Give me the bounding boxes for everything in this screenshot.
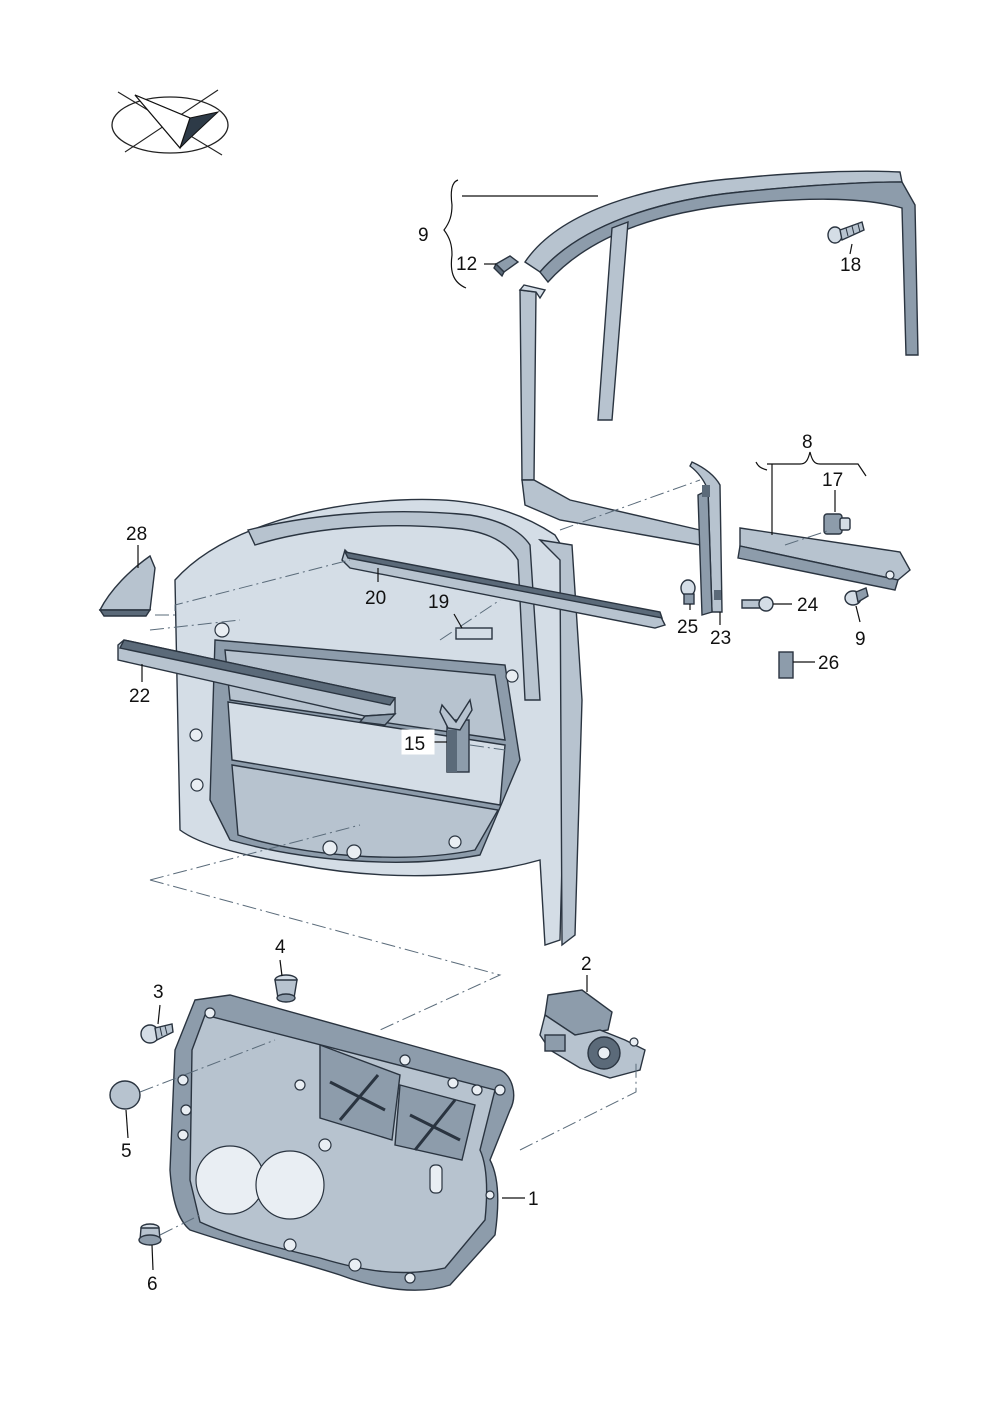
grommet-part-26 — [680, 579, 696, 605]
callout-23: 26 — [818, 653, 839, 674]
leader-lines — [125, 179, 867, 1271]
callout-26: 25 — [677, 617, 698, 638]
callout-9: 9 — [855, 629, 866, 650]
mirror-cover-part-28 — [98, 554, 156, 617]
callout-20: 20 — [365, 588, 386, 609]
callout-18: 12 — [456, 254, 477, 275]
assembly-carrier-part-1 — [169, 994, 515, 1291]
screw-part-25 — [741, 596, 774, 612]
callout-8: 8 — [802, 432, 813, 453]
nut-part-6 — [138, 1223, 162, 1246]
callout-12: 17 — [822, 470, 843, 491]
callout-1: 1 — [528, 1189, 539, 1210]
callout-17: 9 — [418, 225, 429, 246]
callout-labels: 9 12 18 8 17 28 20 19 24 25 23 9 26 22 1… — [121, 225, 866, 1295]
window-seal-outer-part-22 — [117, 639, 397, 726]
pillar-trim-part-24 — [689, 461, 723, 616]
callout-5: 5 — [121, 1141, 132, 1162]
callout-2: 2 — [581, 954, 592, 975]
clip-part-9 — [844, 587, 869, 606]
callout-13: 18 — [840, 255, 861, 276]
callout-6: 6 — [147, 1274, 158, 1295]
callout-22: 22 — [129, 686, 150, 707]
callout-24: 23 — [710, 628, 731, 649]
outer-rail-part-8 — [737, 527, 911, 591]
callout-25: 24 — [797, 595, 819, 616]
screw-part-3 — [140, 1023, 174, 1044]
pad-part-23 — [778, 651, 794, 679]
callout-3: 3 — [153, 982, 164, 1003]
nut-part-4 — [274, 974, 298, 1003]
filler-part-15 — [439, 698, 473, 773]
window-frame-seal — [518, 170, 919, 546]
cap-part-5 — [109, 1080, 141, 1110]
callout-4: 4 — [275, 937, 286, 958]
callout-15-box: 15 — [401, 729, 435, 755]
window-motor-part-2 — [539, 989, 646, 1079]
orientation-arrow-icon — [111, 89, 229, 156]
assembly-guide-lines — [139, 479, 831, 1236]
callout-15: 15 — [404, 734, 425, 755]
pad-part-19 — [455, 627, 493, 640]
callout-19: 19 — [428, 592, 449, 613]
screw-part-13 — [827, 221, 865, 244]
clip-part-12 — [823, 513, 851, 535]
clip-part-18 — [493, 255, 520, 278]
callout-28: 28 — [126, 524, 147, 545]
